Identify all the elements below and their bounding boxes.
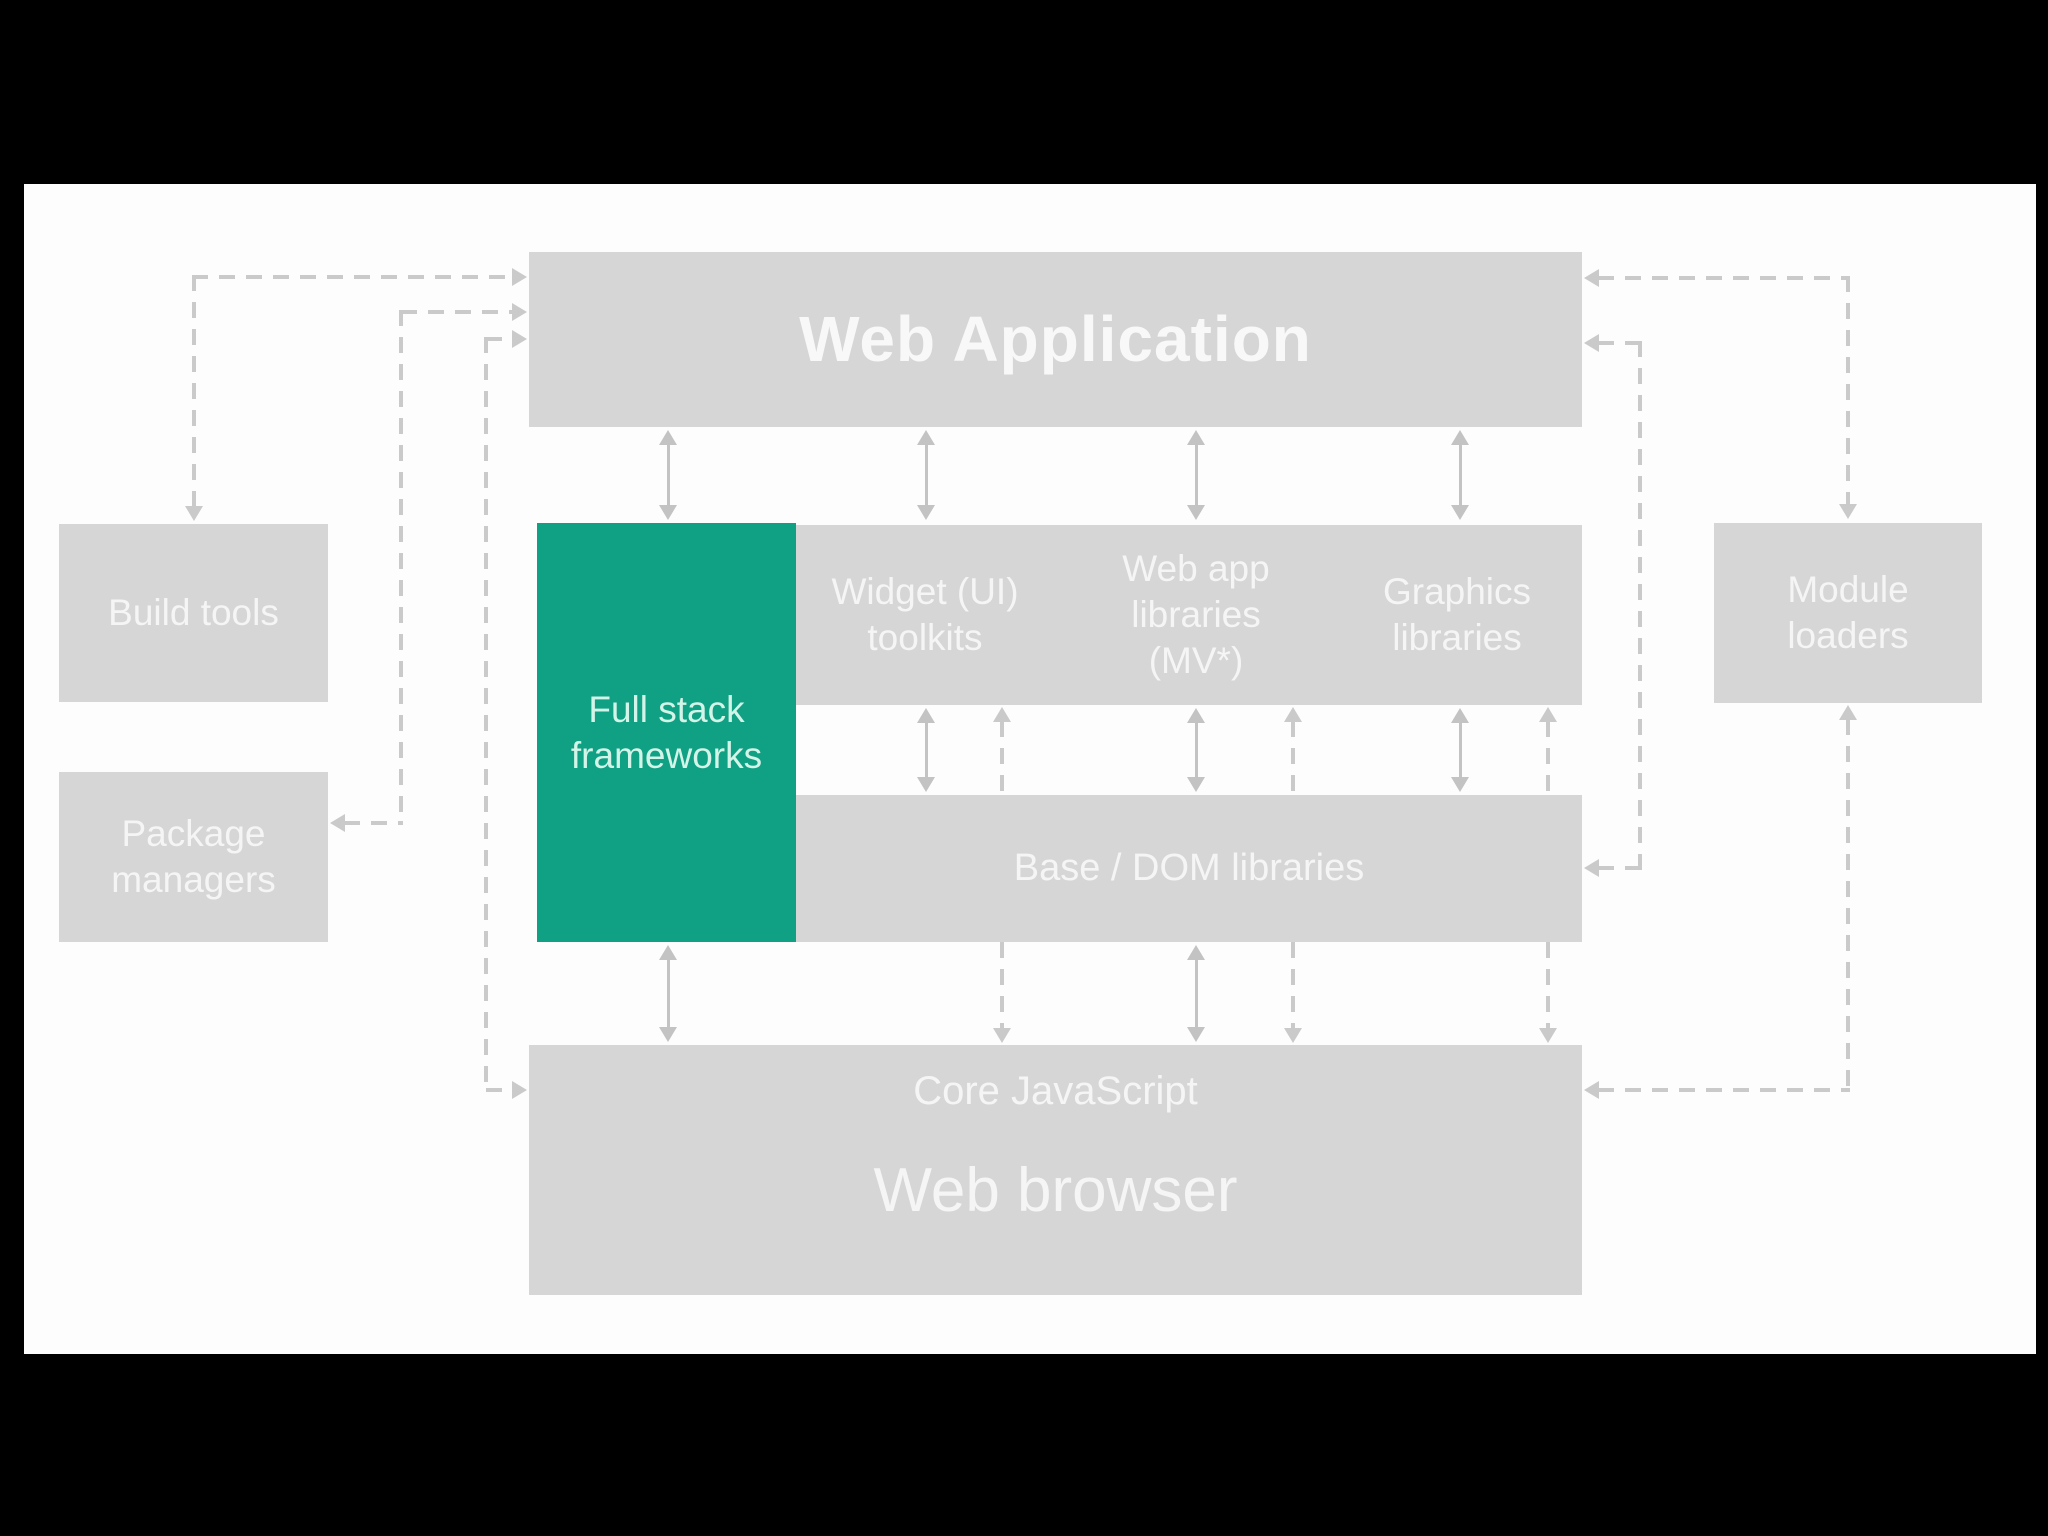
- dashed-buildtools-vertical-line: [192, 275, 196, 507]
- box-build-tools: Build tools: [59, 524, 328, 702]
- dashed-packagemgr-horizontal-top-head-icon: [512, 303, 527, 321]
- dashed-webapp-corejs-vertical-line: [484, 337, 488, 1092]
- dashed-passthrough-3-lower-head-icon: [1539, 1028, 1557, 1043]
- dashed-basedom-webapp-horiz-top-head-icon: [1584, 334, 1599, 352]
- dashed-passthrough-3-lower-line: [1546, 942, 1550, 1029]
- dashed-webapp-corejs-horiz-top-line: [486, 337, 513, 341]
- graphics-libraries-label: Graphics libraries: [1382, 571, 1532, 658]
- box-web-browser: Core JavaScript Web browser: [529, 1045, 1582, 1295]
- arrow-graphics-basedom-head-icon: [1451, 777, 1469, 792]
- dashed-webapp-corejs-horiz-bottom-head-icon: [512, 1081, 527, 1099]
- package-managers-label: Package managers: [111, 813, 276, 900]
- dashed-moduleloaders-vertical-line: [1846, 276, 1850, 505]
- box-ui-library-row: Widget (UI) toolkits Web app libraries (…: [796, 525, 1582, 705]
- arrow-graphics-basedom-line: [1458, 722, 1462, 778]
- dashed-basedom-webapp-horiz-bottom-head-icon: [1584, 859, 1599, 877]
- dashed-webapp-corejs-horiz-top-head-icon: [512, 330, 527, 348]
- arrow-widget-basedom-head-icon: [917, 777, 935, 792]
- arrow-webapp-graphics-head-icon: [1451, 430, 1469, 445]
- dashed-packagemgr-vertical-line: [399, 310, 403, 825]
- dashed-moduleloaders-horizontal-line: [1598, 276, 1850, 280]
- arrow-fullstack-corejs-head-icon: [659, 945, 677, 960]
- dashed-packagemgr-horizontal-top-line: [401, 310, 513, 314]
- module-loaders-label: Module loaders: [1787, 569, 1909, 656]
- dashed-passthrough-1-lower-line: [1000, 942, 1004, 1029]
- web-app-libraries-label: Web app libraries (MV*): [1122, 548, 1270, 681]
- dashed-moduleloaders-corejs-horizontal-line: [1598, 1088, 1850, 1092]
- dashed-passthrough-2-lower-line: [1291, 942, 1295, 1029]
- graphics-libraries-cell: Graphics libraries: [1332, 525, 1582, 705]
- arrow-basedom-corejs-head-icon: [1187, 1027, 1205, 1042]
- arrow-basedom-corejs-line: [1194, 959, 1198, 1028]
- dashed-passthrough-2-upper-line: [1291, 721, 1295, 795]
- dashed-webapp-corejs-horiz-bottom-line: [486, 1088, 513, 1092]
- web-application-label: Web Application: [799, 302, 1312, 375]
- base-dom-libraries-label: Base / DOM libraries: [1013, 846, 1365, 889]
- dashed-passthrough-1-upper-head-icon: [993, 707, 1011, 722]
- dashed-moduleloaders-vertical-head-icon: [1839, 504, 1857, 519]
- dashed-basedom-webapp-horiz-top-line: [1598, 341, 1642, 345]
- box-module-loaders: Module loaders: [1714, 523, 1982, 703]
- box-web-application: Web Application: [529, 252, 1582, 427]
- arrow-fullstack-corejs-head-icon: [659, 1027, 677, 1042]
- full-stack-frameworks-label: Full stack frameworks: [570, 688, 763, 776]
- arrow-webapplib-basedom-head-icon: [1187, 777, 1205, 792]
- arrow-webapp-fullstack-head-icon: [659, 430, 677, 445]
- box-base-dom-libraries: Base / DOM libraries: [796, 795, 1582, 942]
- arrow-widget-basedom-line: [924, 722, 928, 778]
- arrow-fullstack-corejs-line: [666, 959, 670, 1028]
- dashed-basedom-webapp-vertical-line: [1638, 341, 1642, 870]
- dashed-packagemgr-horizontal-bottom-line: [344, 821, 403, 825]
- box-package-managers: Package managers: [59, 772, 328, 942]
- dashed-passthrough-1-lower-head-icon: [993, 1028, 1011, 1043]
- arrow-widget-basedom-head-icon: [917, 708, 935, 723]
- arrow-webapp-widget-toolkits-line: [924, 444, 928, 506]
- dashed-moduleloaders-corejs-vertical-head-icon: [1839, 705, 1857, 720]
- arrow-webapp-graphics-line: [1458, 444, 1462, 506]
- box-full-stack-frameworks: Full stack frameworks: [537, 523, 796, 942]
- dashed-moduleloaders-corejs-horizontal-head-icon: [1584, 1081, 1599, 1099]
- arrow-webapp-widget-toolkits-head-icon: [917, 505, 935, 520]
- widget-ui-toolkits-label: Widget (UI) toolkits: [831, 571, 1019, 658]
- dashed-buildtools-horizontal-line: [192, 275, 513, 279]
- dashed-moduleloaders-horizontal-head-icon: [1584, 269, 1599, 287]
- arrow-basedom-corejs-head-icon: [1187, 945, 1205, 960]
- arrow-webapp-webapp-libraries-line: [1194, 444, 1198, 506]
- web-browser-label: Web browser: [873, 1156, 1238, 1225]
- dashed-passthrough-3-upper-line: [1546, 721, 1550, 795]
- arrow-webapplib-basedom-head-icon: [1187, 708, 1205, 723]
- arrow-webapp-webapp-libraries-head-icon: [1187, 430, 1205, 445]
- dashed-passthrough-1-upper-line: [1000, 721, 1004, 795]
- build-tools-label: Build tools: [108, 592, 279, 634]
- dashed-passthrough-2-upper-head-icon: [1284, 707, 1302, 722]
- arrow-graphics-basedom-head-icon: [1451, 708, 1469, 723]
- arrow-webapp-graphics-head-icon: [1451, 505, 1469, 520]
- arrow-webapp-fullstack-head-icon: [659, 505, 677, 520]
- arrow-webapp-widget-toolkits-head-icon: [917, 430, 935, 445]
- dashed-basedom-webapp-horiz-bottom-line: [1598, 866, 1642, 870]
- dashed-buildtools-horizontal-head-icon: [512, 268, 527, 286]
- arrow-webapplib-basedom-line: [1194, 722, 1198, 778]
- dashed-buildtools-vertical-head-icon: [185, 506, 203, 521]
- dashed-moduleloaders-corejs-vertical-line: [1846, 719, 1850, 1092]
- core-javascript-label: Core JavaScript: [913, 1069, 1198, 1113]
- dashed-passthrough-2-lower-head-icon: [1284, 1028, 1302, 1043]
- arrow-webapp-webapp-libraries-head-icon: [1187, 505, 1205, 520]
- dashed-packagemgr-horizontal-bottom-head-icon: [330, 814, 345, 832]
- web-app-libraries-cell: Web app libraries (MV*): [1066, 525, 1326, 705]
- arrow-webapp-fullstack-line: [666, 444, 670, 506]
- widget-ui-toolkits-cell: Widget (UI) toolkits: [796, 525, 1054, 705]
- dashed-passthrough-3-upper-head-icon: [1539, 707, 1557, 722]
